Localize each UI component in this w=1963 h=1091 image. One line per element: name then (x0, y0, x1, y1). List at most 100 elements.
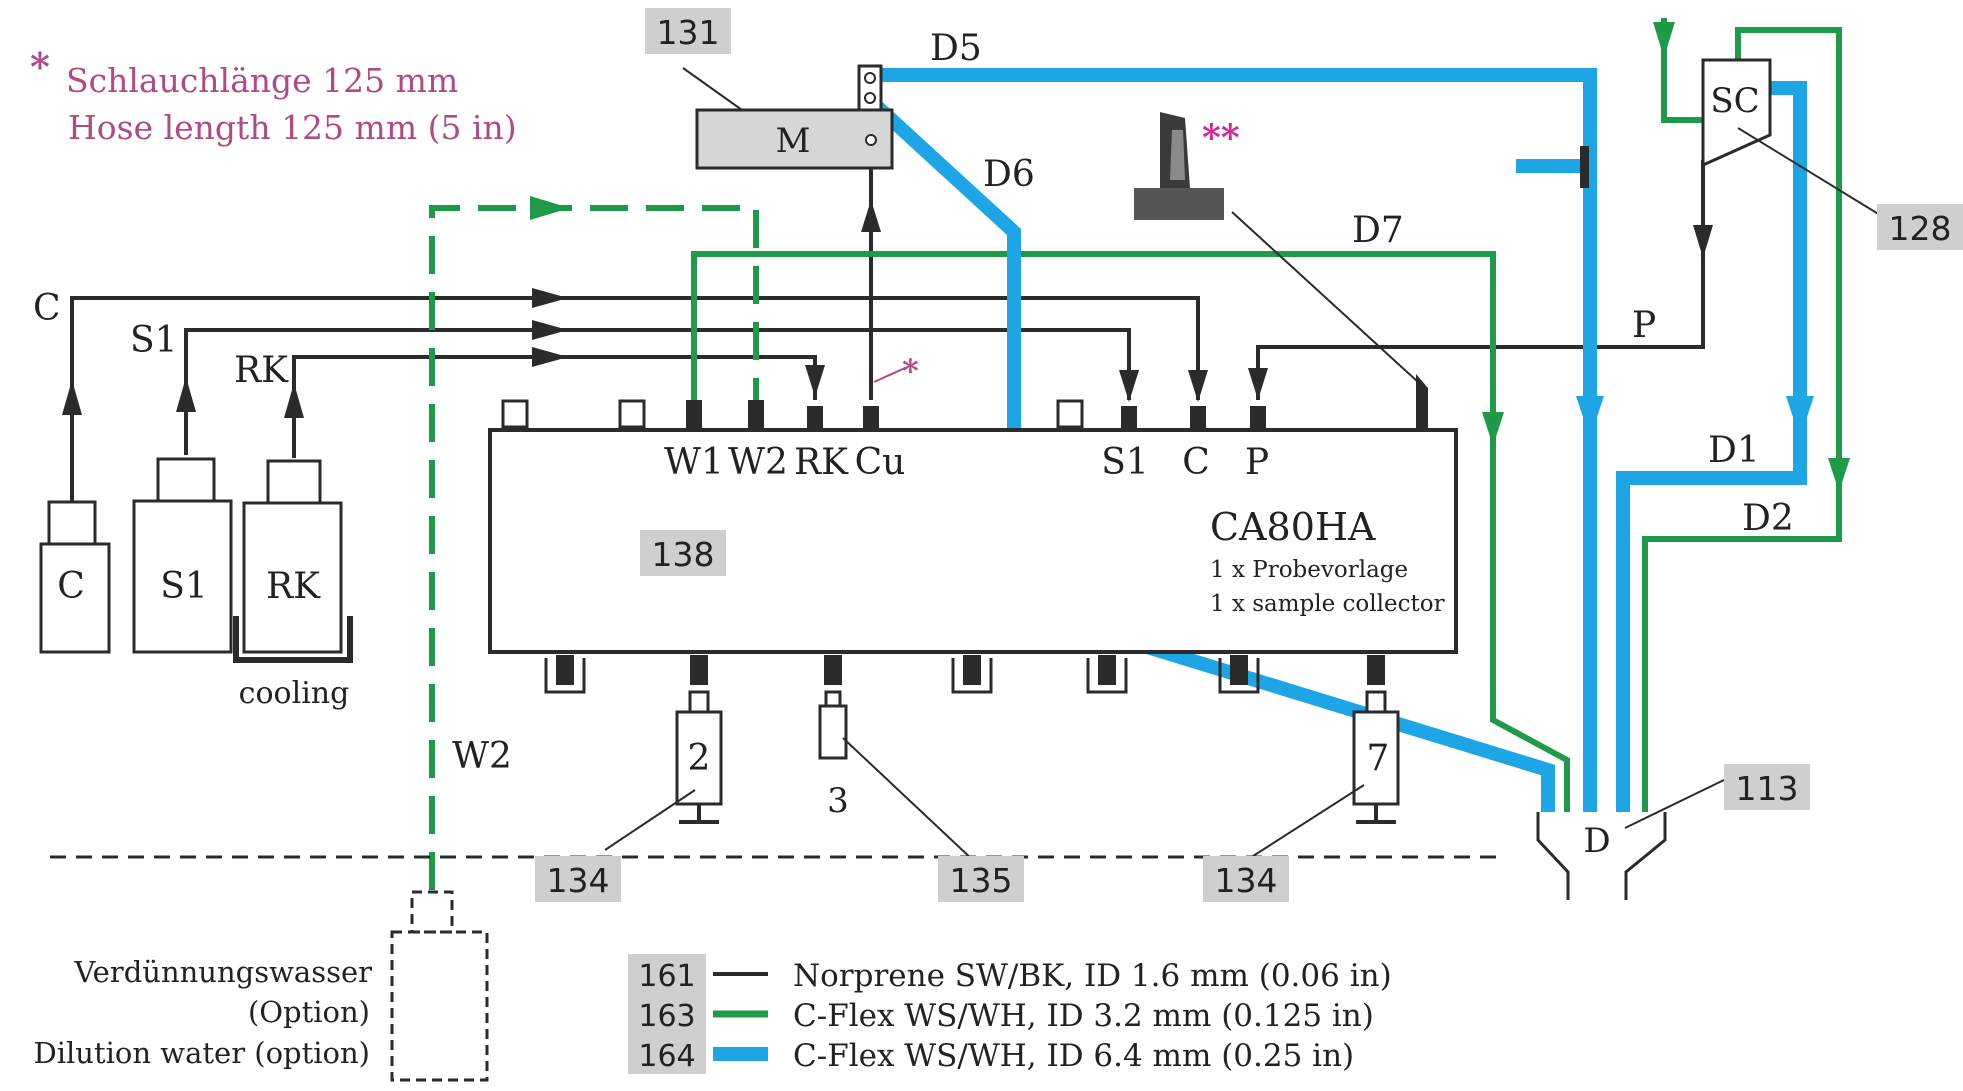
connector-cu (863, 406, 879, 428)
ref-box-164 (628, 1034, 706, 1074)
legend-text-norprene: Norprene SW/BK, ID 1.6 mm (0.06 in) (793, 958, 1392, 994)
bottles (39, 457, 343, 654)
dilution-neck (410, 890, 454, 934)
leader-128 (1737, 127, 1881, 216)
bottle-rk-label: RK (266, 566, 321, 607)
ref-boxes (535, 8, 1963, 1074)
leader-134b (1249, 784, 1365, 859)
arrow-c-up (62, 380, 82, 415)
device-bottom-screws (556, 655, 1385, 685)
ref-leaders (604, 67, 1881, 863)
bottom-block-1 (544, 658, 586, 694)
device-name: CA80HA (1210, 505, 1376, 549)
arrow-d1-down (1786, 396, 1814, 438)
ref-128: 128 (1889, 209, 1952, 248)
line-label-d1: D1 (1708, 430, 1760, 471)
syringe-3-neck (824, 690, 842, 708)
ref-box-135 (938, 856, 1024, 902)
screw-7 (1367, 655, 1385, 685)
drain-label: D (1583, 821, 1610, 861)
motor-label: M (776, 121, 811, 161)
port-w1: W1 (664, 442, 724, 483)
sensor-blade-light (1170, 130, 1185, 180)
line-label-rk: RK (234, 350, 289, 391)
syringe-7-body (1352, 710, 1400, 806)
line-label-d2: D2 (1742, 498, 1794, 539)
connector-w1 (686, 400, 702, 428)
line-d2 (1642, 27, 1842, 812)
legend-ref-161: 161 (638, 959, 695, 994)
cooling-label: cooling (239, 676, 350, 711)
device-top-blocks (501, 399, 1084, 429)
ref-box-163 (628, 994, 706, 1034)
leader-131 (682, 67, 743, 111)
sc-label: SC (1710, 81, 1759, 121)
arrow-cu-up (861, 200, 881, 232)
ref-box-134b (1203, 856, 1289, 902)
ref-box-128 (1877, 204, 1963, 250)
syringe-2-label: 2 (688, 738, 711, 779)
bottle-c-label: C (57, 566, 85, 607)
arrow-rk-up (284, 383, 304, 418)
device-top-connectors (686, 400, 1266, 428)
bottle-c-body (39, 542, 111, 654)
syringe-7-neck (1365, 690, 1387, 714)
arrow-c-right (532, 288, 568, 308)
leader-135 (842, 737, 976, 863)
dilution-label-1: Verdünnungswasser (73, 955, 372, 989)
arrow-w2-right (530, 196, 570, 220)
ref-138: 138 (652, 535, 715, 574)
bottle-s1-label: S1 (160, 566, 208, 607)
sensor-pin (1416, 374, 1428, 430)
arrow-sc-down (1693, 225, 1713, 258)
stub-clamp (1580, 146, 1589, 188)
note-asterisk: * (30, 44, 50, 89)
arrow-c-down (1188, 370, 1208, 402)
motor-port-3 (865, 134, 877, 146)
norprene-arrows (62, 200, 1713, 418)
arrow-d7-down (1482, 412, 1504, 446)
ref-box-131 (645, 8, 731, 54)
port-cu: Cu (855, 442, 906, 483)
ref-131: 131 (657, 13, 720, 52)
arrow-inlet-down (1653, 22, 1675, 58)
legend-text-cflex-64: C-Flex WS/WH, ID 6.4 mm (0.25 in) (793, 1038, 1354, 1074)
motor-body (695, 108, 894, 170)
port-p: P (1245, 442, 1269, 483)
arrow-s1-down (1119, 370, 1139, 402)
ref-134a: 134 (547, 861, 610, 900)
cu-asterisk: * (902, 352, 919, 390)
device-line-2: 1 x sample collector (1210, 591, 1445, 617)
ref-113: 113 (1736, 769, 1799, 808)
top-block-1 (501, 399, 529, 429)
port-rk: RK (794, 442, 849, 483)
dilution-container (390, 890, 489, 1082)
screw-1 (556, 655, 574, 685)
port-s1: S1 (1101, 442, 1149, 483)
bottle-rk-body (242, 501, 343, 654)
arrow-s1-right (532, 320, 568, 340)
bottom-block-6 (1218, 658, 1260, 694)
syringes (675, 690, 1400, 806)
leader-134a (604, 789, 696, 851)
ref-box-161 (628, 954, 706, 994)
port-c: C (1182, 442, 1210, 483)
line-label-p: P (1632, 305, 1656, 346)
sensor-base (1134, 188, 1224, 220)
syringe-plungers (679, 804, 1396, 824)
connector-w2 (748, 400, 764, 428)
arrow-d2-down (1828, 458, 1850, 492)
bottle-c-neck (47, 500, 97, 546)
connector-c (1190, 406, 1206, 428)
connector-rk (807, 406, 823, 428)
dilution-label-2: (Option) (248, 995, 370, 1029)
line-p (1256, 160, 1705, 400)
arrow-s1-up (176, 377, 196, 412)
arrow-rk-down (805, 365, 825, 397)
motor-port-2 (864, 92, 876, 104)
device-bottom-blocks (544, 658, 1260, 694)
top-block-3 (1056, 399, 1084, 429)
legend-ref-163: 163 (638, 999, 695, 1034)
